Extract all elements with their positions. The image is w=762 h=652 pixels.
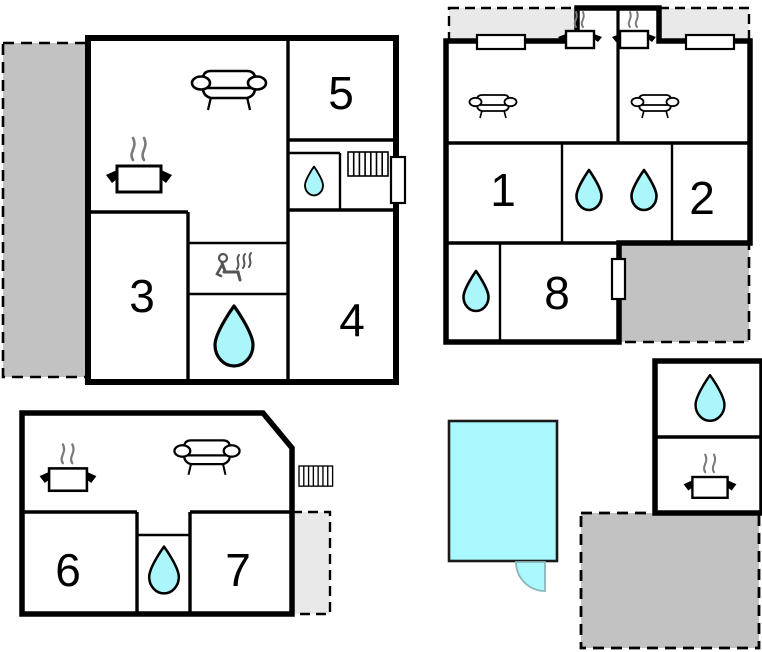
room-number-1: 1 (490, 164, 516, 216)
room-number-4: 4 (339, 294, 365, 346)
window-icon-right[interactable] (684, 33, 736, 51)
room-number-3: 3 (129, 270, 155, 322)
room-number-5: 5 (328, 67, 354, 119)
radiator-icon (347, 151, 389, 177)
upper-right-building: 1 2 8 (443, 5, 753, 345)
room-number-8: 8 (544, 267, 570, 319)
swimming-pool (447, 419, 559, 592)
garden-area-left (1, 41, 91, 379)
garden-lower-right (617, 241, 751, 344)
garden-lower-annex (579, 511, 761, 650)
room-number-7: 7 (225, 544, 251, 596)
terrace-right-lower-left (290, 510, 332, 616)
door-icon-room8[interactable] (610, 257, 627, 301)
lower-right-annex (652, 358, 762, 516)
lower-left-building: 6 7 (19, 410, 334, 617)
window-icon-left[interactable] (475, 33, 527, 51)
room-number-2: 2 (689, 172, 715, 224)
door-icon[interactable] (389, 155, 407, 205)
main-building: 5 3 4 (85, 35, 407, 385)
radiator-icon-lower-left (298, 465, 334, 487)
pool-step-icon (515, 561, 546, 592)
room-number-6: 6 (55, 544, 81, 596)
